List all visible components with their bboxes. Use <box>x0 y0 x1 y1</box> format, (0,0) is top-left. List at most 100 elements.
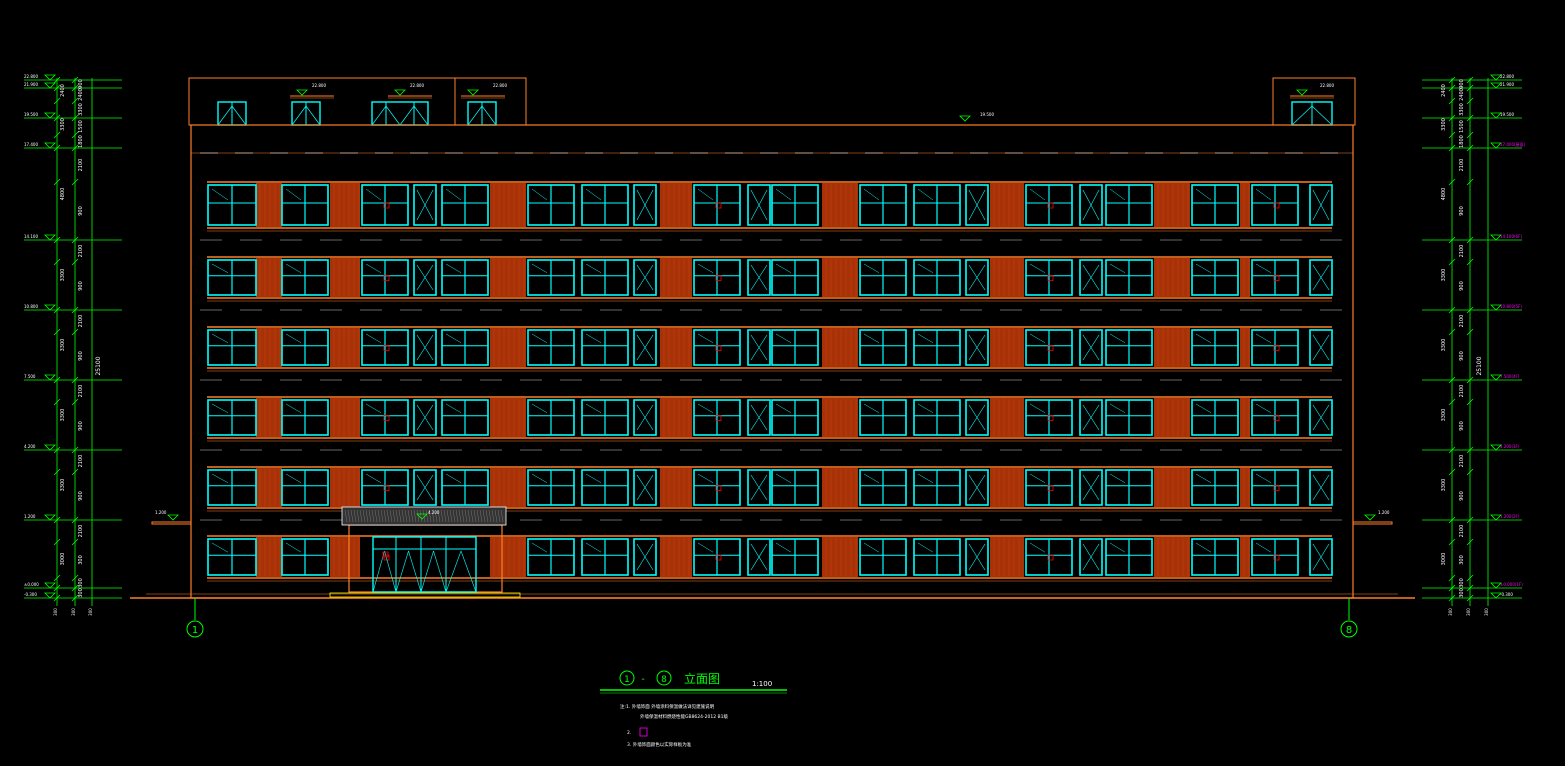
wall-panel <box>660 328 692 367</box>
entrance-door-swing <box>408 550 422 593</box>
window-frame <box>1079 329 1103 366</box>
dimension-tick <box>1466 76 1474 84</box>
canopy-hatch <box>443 509 447 523</box>
bottom-dimension: 300 <box>88 608 93 616</box>
axis-marker-8: 8 <box>1340 598 1358 638</box>
wall-panel <box>490 398 526 437</box>
canopy-hatch <box>401 509 405 523</box>
entrance-door-swing <box>384 550 397 593</box>
dimension-tick <box>71 144 79 152</box>
window-glass-mark <box>1109 473 1126 483</box>
level-symbol <box>1490 142 1502 149</box>
window-glass-mark <box>285 333 302 343</box>
canopy-hatch <box>392 509 396 523</box>
dimension-tick <box>71 258 79 266</box>
level-label: 17.400 <box>24 142 38 147</box>
window-glass-mark <box>863 473 880 483</box>
side-wall-left <box>151 521 192 525</box>
dimension-tick <box>71 468 79 476</box>
window-pattern <box>1082 334 1100 361</box>
canopy-hatch <box>425 509 429 523</box>
segment-dimension: 900 <box>1459 79 1465 89</box>
red-marker <box>1047 275 1054 281</box>
window-glass-mark <box>1195 333 1212 343</box>
dimension-tick <box>1448 594 1456 602</box>
wall-panel <box>256 328 282 367</box>
dimension-tick <box>71 516 79 524</box>
window-glass-mark <box>1109 188 1126 201</box>
canopy-hatch <box>485 509 489 523</box>
dimension-tick <box>71 376 79 384</box>
window-glass-mark <box>211 473 229 483</box>
level-label: 14.100 <box>24 234 38 239</box>
canopy-hatch <box>497 509 501 523</box>
wall-panel <box>1240 258 1250 297</box>
dimension-tick <box>53 258 61 266</box>
wall-panel <box>660 258 692 297</box>
window-pattern <box>1312 334 1330 361</box>
window-glass-mark <box>211 333 229 343</box>
level-label: 21.900 <box>24 82 38 87</box>
wall-panel <box>822 537 858 577</box>
canopy-hatch <box>482 509 486 523</box>
window-glass-mark <box>1029 542 1046 553</box>
segment-dimension: 2100 <box>78 525 84 538</box>
window-glass-mark <box>1029 188 1046 201</box>
level-symbol <box>1490 514 1502 521</box>
window-pattern <box>968 404 986 431</box>
dimension-tick <box>53 306 61 314</box>
dimension-tick <box>53 584 61 592</box>
dimension-tick <box>1448 76 1456 84</box>
window-frame <box>633 184 657 226</box>
canopy-hatch <box>437 509 441 523</box>
window-pattern <box>416 474 434 501</box>
window-glass-mark <box>585 333 602 343</box>
wall-panel <box>256 537 282 577</box>
level-symbol <box>44 374 56 381</box>
window-pattern <box>1312 189 1330 221</box>
canopy-hatch <box>455 509 459 523</box>
dimension-tick <box>1466 178 1474 186</box>
roof-door-swing <box>217 105 233 126</box>
window-frame <box>965 538 989 576</box>
canopy-hatch <box>464 509 468 523</box>
dimension-tick <box>71 114 79 122</box>
wall-panel <box>822 328 858 367</box>
mark-roof-left-1: 22.800 <box>312 83 326 88</box>
total-dimension: 4800 <box>1441 188 1447 201</box>
total-dimension: 3000 <box>1441 553 1447 566</box>
total-dimension: 3300 <box>1441 269 1447 282</box>
red-marker <box>1047 554 1054 561</box>
dimension-tick <box>71 446 79 454</box>
window-frame <box>633 469 657 506</box>
red-marker <box>715 554 722 561</box>
total-dimension: 2400 <box>1441 84 1447 97</box>
canopy-hatch <box>395 509 399 523</box>
window-frame <box>747 259 771 296</box>
window-glass-mark <box>365 333 382 343</box>
level-label: 19.500 <box>24 112 38 117</box>
mark-parapet: 19.500 <box>980 112 994 117</box>
dimension-tick <box>1448 538 1456 546</box>
canopy-hatch <box>383 509 387 523</box>
window-glass-mark <box>285 188 302 201</box>
level-symbol <box>44 582 56 589</box>
window-pattern <box>968 264 986 291</box>
roof-door-swing <box>385 105 401 126</box>
dimension-tick <box>1448 584 1456 592</box>
window-pattern <box>750 189 768 221</box>
window-pattern <box>968 474 986 501</box>
window-glass-mark <box>211 403 229 413</box>
window-frame <box>413 259 437 296</box>
dimension-tick <box>1466 84 1474 92</box>
canopy-hatch <box>428 509 432 523</box>
window-glass-mark <box>697 403 714 413</box>
level-label: 1.200(2F) <box>1500 514 1520 519</box>
window-glass-mark <box>697 542 714 553</box>
red-marker <box>1273 202 1280 209</box>
level-label: ±0.000(1F) <box>1500 582 1523 587</box>
window-frame <box>413 184 437 226</box>
level-label: 7.500 <box>24 374 36 379</box>
overall-dimension: 25100 <box>95 356 102 375</box>
